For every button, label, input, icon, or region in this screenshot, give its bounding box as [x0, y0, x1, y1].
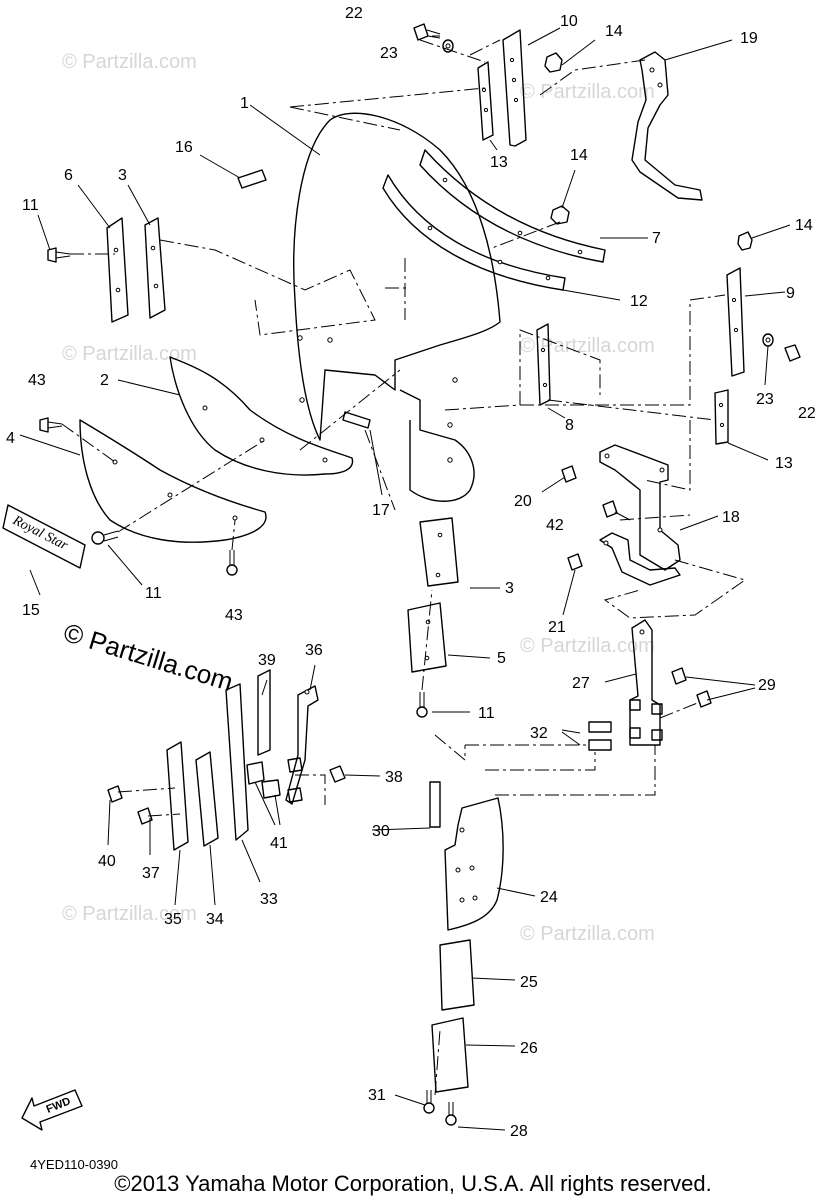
fwd-label: FWD — [45, 1095, 73, 1116]
callout-34: 34 — [206, 911, 224, 928]
plates-6-3 — [106, 217, 166, 323]
callout-27: 27 — [572, 675, 590, 692]
plates-3-5-center — [407, 517, 459, 673]
assembly-lines — [61, 39, 747, 1096]
strip-part-30 — [429, 781, 441, 828]
panel-part-4 — [79, 419, 267, 543]
callout-16: 16 — [175, 139, 193, 156]
callout-38: 38 — [385, 769, 403, 786]
callout-14: 14 — [795, 217, 813, 234]
callout-26: 26 — [520, 1040, 538, 1057]
callout-15: 15 — [22, 602, 40, 619]
callout-10: 10 — [560, 13, 578, 30]
windshield-part-1 — [293, 112, 501, 502]
callout-5: 5 — [497, 650, 506, 667]
callout-14: 14 — [605, 23, 623, 40]
callout-11: 11 — [22, 197, 39, 214]
callout-18: 18 — [722, 509, 740, 526]
callout-21: 21 — [548, 619, 566, 636]
callout-39: 39 — [258, 652, 276, 669]
callout-14: 14 — [570, 147, 588, 164]
bracket-part-19 — [631, 51, 703, 201]
watermark-main: © Partzilla.com — [60, 617, 236, 697]
watermark: © Partzilla.com — [520, 923, 655, 945]
callout-23: 23 — [380, 45, 398, 62]
callout-40: 40 — [98, 853, 116, 870]
bolt-washer-top — [413, 23, 454, 53]
callout-9: 9 — [786, 285, 795, 302]
watermark: © Partzilla.com — [520, 635, 655, 657]
callout-17: 17 — [372, 502, 390, 519]
watermark: © Partzilla.com — [520, 81, 655, 103]
callout-25: 25 — [520, 974, 538, 991]
callout-43: 43 — [28, 372, 46, 389]
callout-7: 7 — [652, 230, 661, 247]
callout-11: 11 — [145, 585, 162, 602]
callout-37: 37 — [142, 865, 160, 882]
watermark: © Partzilla.com — [62, 343, 197, 365]
screws-31-28 — [423, 1090, 457, 1126]
callout-20: 20 — [514, 493, 532, 510]
callout-24: 24 — [540, 889, 558, 906]
copyright-notice: ©2013 Yamaha Motor Corporation, U.S.A. A… — [114, 1171, 712, 1196]
callout-1: 1 — [240, 95, 249, 112]
callout-36: 36 — [305, 642, 323, 659]
panel-part-2 — [169, 356, 354, 476]
screws — [39, 247, 428, 718]
royal-star-badge-part-15: Royal Star — [2, 504, 86, 569]
strip-part-17 — [342, 411, 371, 429]
callout-29: 29 — [758, 677, 776, 694]
lower-cover-24 — [444, 797, 504, 931]
callout-11: 11 — [478, 705, 495, 722]
callout-22: 22 — [798, 405, 816, 422]
plate-part-26 — [431, 1017, 469, 1093]
plate-part-25 — [439, 939, 475, 1011]
callout-41: 41 — [270, 835, 288, 852]
emblem-part-16 — [237, 169, 267, 189]
callout-35: 35 — [164, 911, 182, 928]
callout-42: 42 — [546, 517, 564, 534]
trim-strips-7-12 — [382, 149, 606, 291]
callout-30: 30 — [372, 823, 390, 840]
nuts-part-14 — [544, 52, 753, 251]
watermark: © Partzilla.com — [62, 51, 197, 73]
stay-part-27 — [588, 619, 712, 751]
watermark: © Partzilla.com — [520, 335, 655, 357]
callout-43: 43 — [225, 607, 243, 624]
callout-31: 31 — [368, 1087, 386, 1104]
callout-3: 3 — [505, 580, 514, 597]
left-group-33-41 — [107, 669, 346, 851]
callout-19: 19 — [740, 30, 758, 47]
bolt-washer-right — [762, 333, 801, 362]
callout-4: 4 — [6, 430, 15, 447]
callout-2: 2 — [100, 372, 109, 389]
callout-23: 23 — [756, 391, 774, 408]
callout-22: 22 — [345, 5, 363, 22]
fwd-arrow-icon: FWD — [21, 1089, 83, 1131]
bracket-10-13 — [477, 29, 527, 147]
leader-lines — [19, 27, 791, 1131]
callout-28: 28 — [510, 1123, 528, 1140]
callout-6: 6 — [64, 167, 73, 184]
callout-12: 12 — [630, 293, 648, 310]
callout-8: 8 — [565, 417, 574, 434]
callout-33: 33 — [260, 891, 278, 908]
diagram-code: 4YED110-0390 — [30, 1157, 118, 1172]
callout-13: 13 — [775, 455, 793, 472]
bracket-part-18 — [561, 444, 681, 586]
watermark: © Partzilla.com — [62, 903, 197, 925]
callout-32: 32 — [530, 725, 548, 742]
callout-labels: 1 2 3 3 4 5 6 7 8 9 10 11 11 11 12 13 13… — [6, 5, 816, 1140]
callout-13: 13 — [490, 154, 508, 171]
bracket-9-13 — [714, 267, 745, 445]
callout-3: 3 — [118, 167, 127, 184]
